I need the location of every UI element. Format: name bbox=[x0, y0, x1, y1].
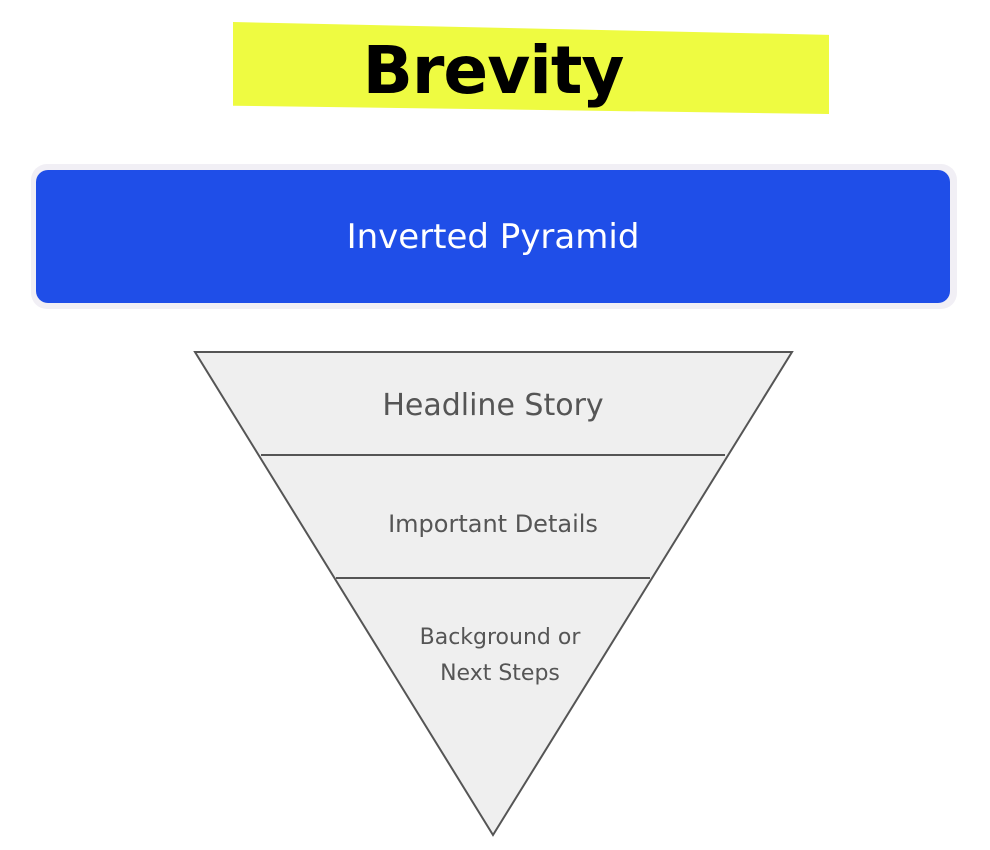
inverted-pyramid-banner: Inverted Pyramid bbox=[36, 170, 950, 303]
tier-important-details: Important Details bbox=[388, 510, 598, 538]
page-title: Brevity bbox=[362, 31, 625, 109]
tier-background-next-steps: Background or Next Steps bbox=[380, 616, 620, 696]
pyramid-shape bbox=[193, 351, 794, 837]
tier-headline-story: Headline Story bbox=[382, 387, 604, 423]
title-highlight bbox=[233, 22, 829, 114]
tier-3-line-2: Next Steps bbox=[440, 661, 560, 686]
tier-3-line-1: Background or bbox=[419, 625, 581, 650]
